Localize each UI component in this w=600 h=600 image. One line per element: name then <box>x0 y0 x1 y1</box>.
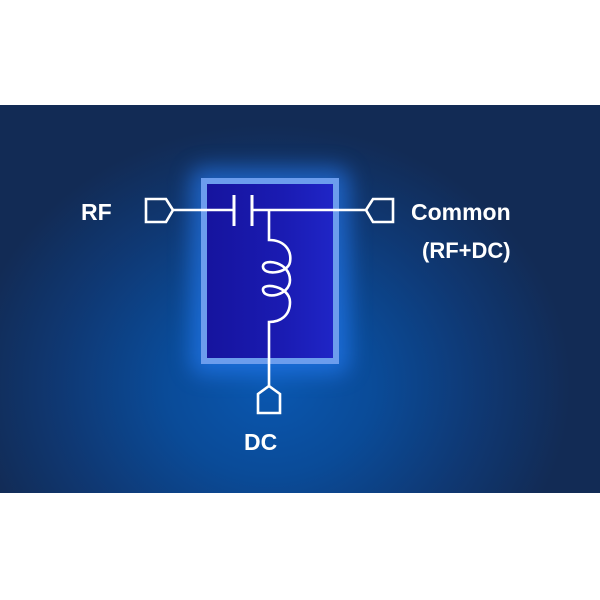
capacitor-icon <box>232 195 254 226</box>
dc-port-connector-icon <box>256 384 282 415</box>
common-port-sublabel: (RF+DC) <box>422 238 511 263</box>
rf-port-label: RF <box>81 199 112 225</box>
common-port-connector-icon <box>364 197 395 224</box>
inductor-icon <box>261 210 292 336</box>
dc-port-label: DC <box>244 429 278 455</box>
common-port-label: Common <box>411 199 511 225</box>
rf-port-connector-icon <box>144 197 175 224</box>
